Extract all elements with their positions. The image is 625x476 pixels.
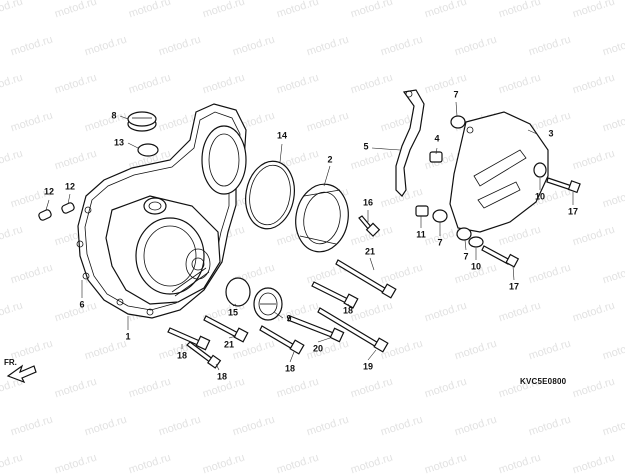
callout-7c: 7 bbox=[463, 251, 469, 262]
timing-hole-cap bbox=[253, 287, 283, 321]
callout-1: 1 bbox=[125, 331, 131, 342]
callout-3: 3 bbox=[548, 128, 554, 139]
oil-filler-cap bbox=[127, 111, 157, 132]
bracket-plate bbox=[395, 89, 425, 197]
callout-7a: 7 bbox=[453, 89, 459, 100]
callout-18b: 18 bbox=[216, 371, 228, 382]
callout-18c: 18 bbox=[284, 363, 296, 374]
callout-6: 6 bbox=[79, 299, 85, 310]
o-ring-15 bbox=[225, 277, 251, 307]
callout-18a: 18 bbox=[176, 350, 188, 361]
dowel-pins bbox=[38, 202, 75, 221]
callout-7b: 7 bbox=[437, 237, 443, 248]
washers bbox=[468, 162, 547, 248]
callout-14: 14 bbox=[276, 130, 288, 141]
gasket-ring bbox=[245, 160, 295, 230]
callout-17b: 17 bbox=[508, 281, 520, 292]
front-direction-arrow bbox=[6, 364, 37, 384]
callout-9: 9 bbox=[286, 313, 292, 324]
callout-18d: 18 bbox=[342, 305, 354, 316]
leader-lines bbox=[45, 101, 574, 371]
collar-11 bbox=[415, 205, 429, 217]
callout-12a: 12 bbox=[43, 186, 55, 197]
callout-10b: 10 bbox=[470, 261, 482, 272]
callout-5: 5 bbox=[363, 141, 369, 152]
left-crankcase-cover bbox=[76, 103, 247, 319]
sprocket-cover bbox=[449, 111, 549, 233]
callout-8: 8 bbox=[111, 110, 117, 121]
callout-17a: 17 bbox=[567, 206, 579, 217]
direction-label: FR. bbox=[4, 358, 17, 367]
callout-12b: 12 bbox=[64, 181, 76, 192]
callout-10a: 10 bbox=[534, 191, 546, 202]
callout-11: 11 bbox=[416, 229, 426, 240]
outer-cover-2 bbox=[295, 183, 349, 253]
callout-13: 13 bbox=[113, 137, 125, 148]
callout-16: 16 bbox=[362, 197, 374, 208]
callout-4: 4 bbox=[434, 133, 440, 144]
callout-21a: 21 bbox=[223, 339, 235, 350]
collar-4 bbox=[429, 151, 443, 163]
callout-2: 2 bbox=[327, 154, 333, 165]
o-ring-13 bbox=[137, 143, 159, 157]
callout-21b: 21 bbox=[364, 246, 376, 257]
diagram-code: KVC5E0800 bbox=[520, 377, 567, 386]
callout-15: 15 bbox=[227, 307, 239, 318]
callout-19: 19 bbox=[362, 361, 374, 372]
grommets bbox=[432, 115, 472, 241]
callout-20: 20 bbox=[312, 343, 324, 354]
